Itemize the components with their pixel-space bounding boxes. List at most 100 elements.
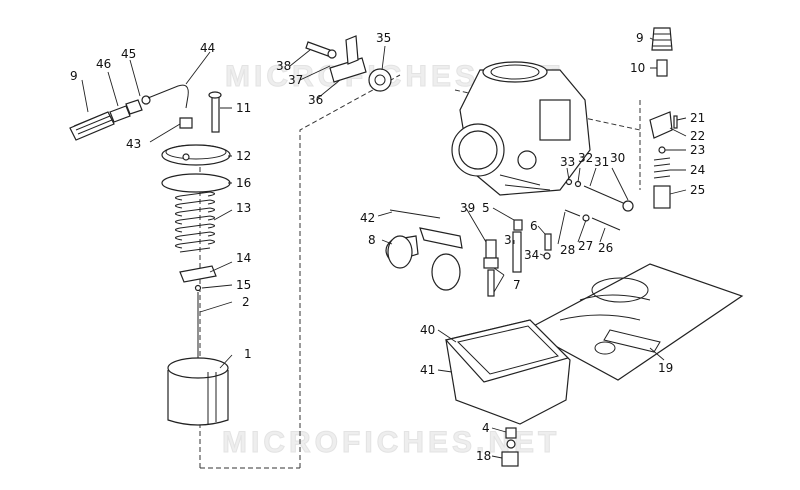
carb-side-port bbox=[517, 150, 537, 170]
part-11-screw-head bbox=[208, 91, 222, 99]
part-10-adjuster bbox=[656, 59, 668, 77]
float-bridge bbox=[419, 227, 463, 249]
part-9-boot bbox=[69, 111, 115, 141]
cap-hole bbox=[182, 153, 190, 161]
callout-2: 2 bbox=[242, 295, 250, 309]
part-6-jet bbox=[544, 233, 552, 251]
filter-center bbox=[374, 74, 386, 86]
leaders-top bbox=[289, 45, 386, 99]
part-1-slide-top bbox=[167, 357, 229, 379]
part-46-adjuster bbox=[109, 105, 131, 123]
float-bowl bbox=[444, 319, 571, 467]
float-left-face bbox=[387, 235, 413, 269]
part-18-oring bbox=[506, 439, 516, 449]
callout-27: 27 bbox=[578, 239, 593, 253]
carb-intake-inner bbox=[458, 130, 498, 170]
callout-19: 19 bbox=[658, 361, 673, 375]
part-33-oring bbox=[565, 178, 573, 186]
callout-34: 34 bbox=[524, 248, 539, 262]
part-44-tube bbox=[147, 84, 189, 109]
callout-12: 12 bbox=[236, 149, 251, 163]
callout-16: 16 bbox=[236, 176, 251, 190]
gasket-lines bbox=[559, 294, 651, 321]
part-3-emulsion bbox=[512, 231, 522, 273]
callout-21: 21 bbox=[690, 111, 705, 125]
callout-41: 41 bbox=[420, 363, 435, 377]
part-22-cap bbox=[649, 111, 673, 139]
callout-4: 4 bbox=[482, 421, 490, 435]
callout-32: 32 bbox=[578, 151, 593, 165]
choke-cable-assembly bbox=[69, 84, 193, 141]
carb-side-block bbox=[539, 99, 571, 141]
part-21-screw bbox=[673, 115, 678, 129]
part-7-seat bbox=[483, 257, 499, 269]
part-31-head bbox=[622, 200, 634, 212]
fuel-inlet-assembly bbox=[305, 35, 392, 92]
part-23-clip bbox=[658, 146, 666, 154]
part-30-screw bbox=[583, 185, 631, 207]
part-37-washer bbox=[327, 49, 337, 59]
dashed-lines-right bbox=[454, 89, 641, 190]
callout-28: 28 bbox=[560, 243, 575, 257]
boot-ribs bbox=[73, 111, 113, 135]
gasket-ring-b bbox=[594, 341, 616, 355]
callout-3: 3 bbox=[504, 233, 512, 247]
callout-31: 31 bbox=[594, 155, 609, 169]
part-13-spring bbox=[175, 191, 215, 253]
callout-22: 22 bbox=[690, 129, 705, 143]
part-11-screw bbox=[211, 95, 220, 133]
part-8-float-right bbox=[431, 253, 461, 291]
callout-8: 8 bbox=[368, 233, 376, 247]
leaders-bottom bbox=[437, 329, 507, 459]
callout-44: 44 bbox=[200, 41, 215, 55]
carb-top-bore bbox=[490, 64, 540, 80]
part-26-cable bbox=[591, 217, 621, 231]
callout-11: 11 bbox=[236, 101, 251, 115]
carburetor-body bbox=[451, 61, 591, 196]
part-14-plate bbox=[179, 265, 217, 283]
bowl-inner bbox=[457, 325, 559, 375]
part-35-filter bbox=[368, 68, 392, 92]
callout-37: 37 bbox=[288, 73, 303, 87]
jets-assembly bbox=[385, 178, 634, 297]
boot-right-ribs bbox=[653, 33, 671, 47]
part-24-spring bbox=[653, 157, 671, 179]
slide-assembly bbox=[161, 91, 231, 426]
slide-cutaway bbox=[207, 372, 217, 424]
watermark-bottom: MICROFICHES.NET bbox=[222, 426, 560, 459]
part-28-screw bbox=[564, 209, 581, 217]
callout-14: 14 bbox=[236, 251, 251, 265]
part-9-boot-right bbox=[651, 27, 673, 51]
callout-45: 45 bbox=[121, 47, 136, 61]
part-1-slide-body bbox=[167, 370, 229, 426]
callout-40: 40 bbox=[420, 323, 435, 337]
callout-6: 6 bbox=[530, 219, 538, 233]
part-5-jet bbox=[513, 219, 523, 231]
fuel-nipple bbox=[345, 35, 359, 65]
callout-36: 36 bbox=[308, 93, 323, 107]
callout-33: 33 bbox=[560, 155, 575, 169]
callout-18: 18 bbox=[476, 449, 491, 463]
callout-46: 46 bbox=[96, 57, 111, 71]
part-42-wire bbox=[389, 209, 441, 219]
callout-7: 7 bbox=[513, 278, 521, 292]
callout-1: 1 bbox=[244, 347, 252, 361]
callout-15: 15 bbox=[236, 278, 251, 292]
part-4-drain bbox=[505, 427, 517, 439]
callout-25: 25 bbox=[690, 183, 705, 197]
part-43-nut bbox=[179, 117, 193, 129]
callout-43: 43 bbox=[126, 137, 141, 151]
gasket-ring-a bbox=[591, 277, 649, 303]
part-18-screw bbox=[501, 451, 519, 467]
callout-30: 30 bbox=[610, 151, 625, 165]
callout-35: 35 bbox=[376, 31, 391, 45]
callout-24: 24 bbox=[690, 163, 705, 177]
leaders-right bbox=[649, 37, 687, 361]
callout-9-left: 9 bbox=[70, 69, 78, 83]
part-16-gasket bbox=[161, 173, 231, 193]
part-25-slide bbox=[653, 185, 671, 209]
top-cap-assembly bbox=[649, 27, 678, 209]
carb-base-lines bbox=[499, 174, 551, 191]
part-39-valve bbox=[485, 239, 497, 259]
